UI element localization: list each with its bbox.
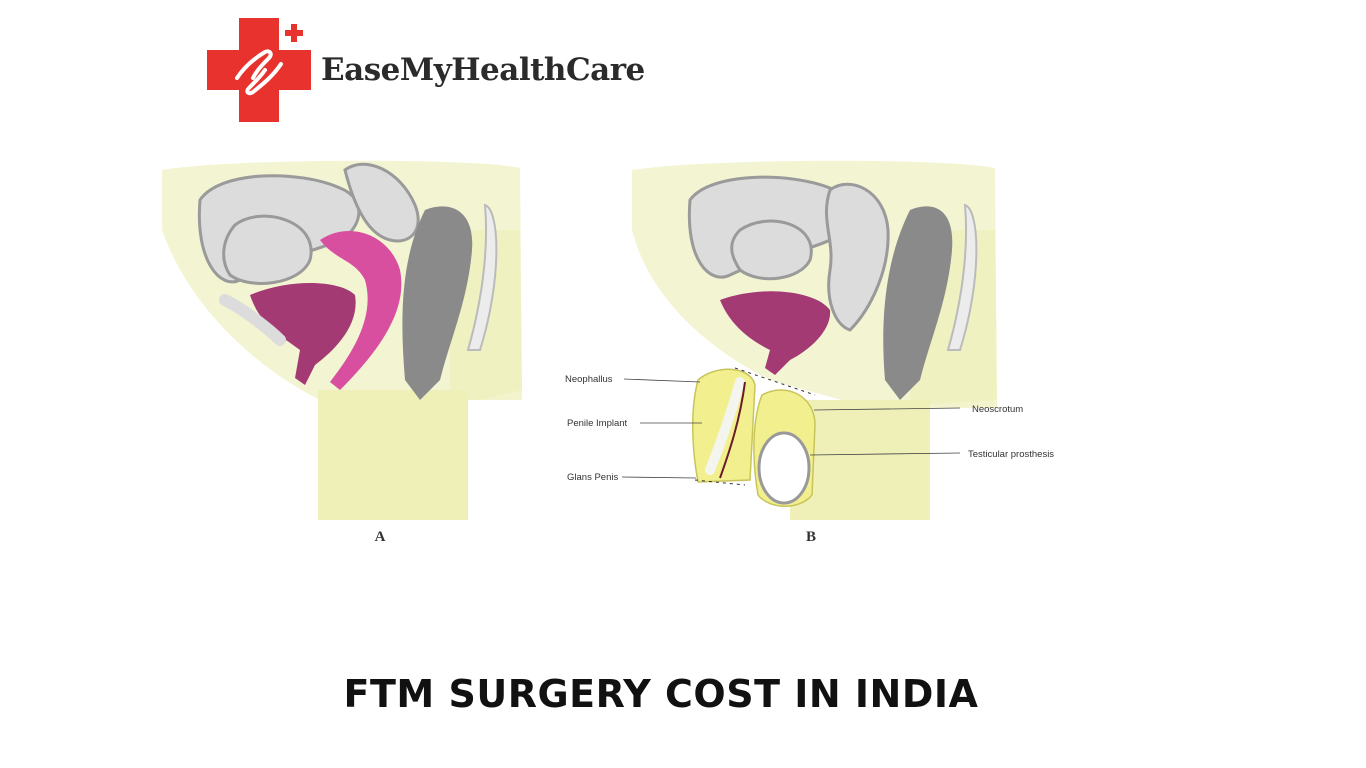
anatomical-diagram: A <box>150 150 1080 550</box>
brand-name: EaseMyHealthCare <box>321 52 645 88</box>
brand-logo: EaseMyHealthCare <box>207 18 645 122</box>
panel-b: Neophallus Penile Implant Glans Penis Ne… <box>565 160 1054 545</box>
callout-neoscrotum: Neoscrotum <box>972 404 1023 415</box>
callout-neophallus: Neophallus <box>565 374 613 385</box>
panel-b-label: B <box>806 529 816 545</box>
panel-a: A <box>162 160 522 545</box>
callout-testicular-prosthesis: Testicular prosthesis <box>968 449 1054 460</box>
medical-cross-hands-icon <box>207 18 311 122</box>
callout-penile-implant: Penile Implant <box>567 418 628 429</box>
callout-glans-penis: Glans Penis <box>567 472 618 483</box>
page-title: FTM SURGERY COST IN INDIA <box>343 672 979 716</box>
panel-a-label: A <box>375 529 386 545</box>
